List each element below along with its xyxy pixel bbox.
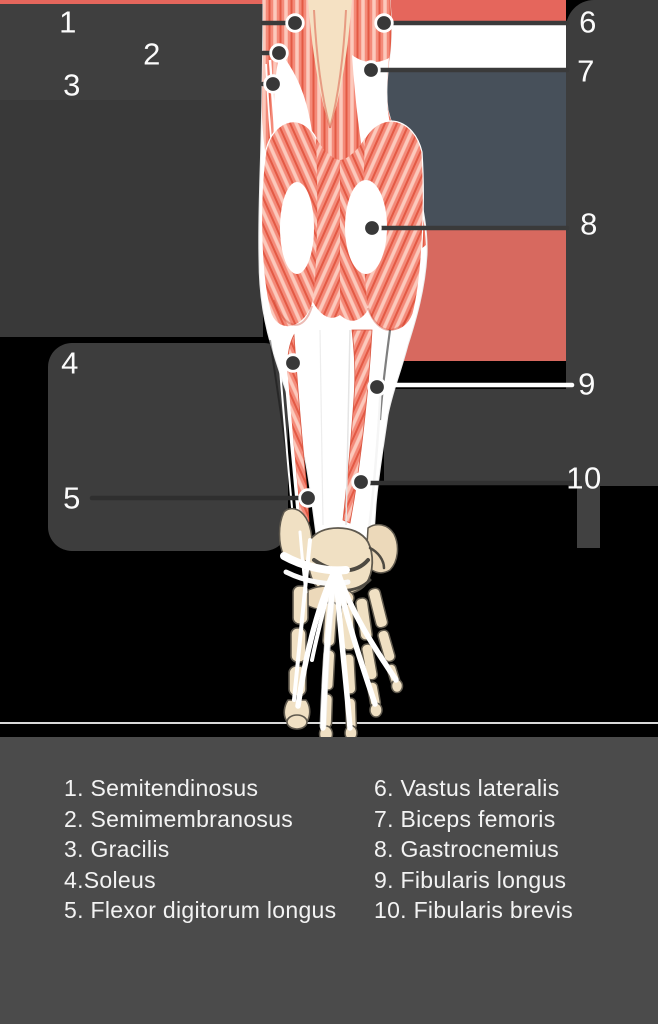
pointer-dot-biceps-femoris[interactable]: [361, 60, 381, 80]
pointer-dot-vastus-lateralis[interactable]: [374, 13, 394, 33]
answer-key-panel: [0, 737, 658, 1024]
answer-item: 5. Flexor digitorum longus: [64, 897, 337, 924]
label-cover-box-mid-left: [0, 100, 263, 337]
pointer-dot-gracilis[interactable]: [263, 74, 283, 94]
answer-item: 6. Vastus lateralis: [374, 775, 560, 801]
pointer-dot-flexor-digitorum-longus[interactable]: [298, 488, 318, 508]
pointer-number-semimembranosus[interactable]: 2: [143, 36, 161, 72]
label-cover-box-right: [566, 0, 658, 486]
leg-illustration: [258, 0, 428, 743]
label-cover-box-left-lower: [48, 343, 288, 551]
pointer-dot-semimembranosus[interactable]: [269, 43, 289, 63]
pointer-number-biceps-femoris[interactable]: 7: [577, 53, 595, 89]
answer-list-left: 1. Semitendinosus 2. Semimembranosus 3. …: [64, 773, 336, 926]
pointer-number-vastus-lateralis[interactable]: 6: [579, 4, 597, 40]
pointer-number-flexor-digitorum-longus[interactable]: 5: [63, 480, 81, 516]
pointer-dot-semitendinosus[interactable]: [285, 13, 305, 33]
label-cover-box-right-lower: [384, 389, 566, 485]
pointer-number-gracilis[interactable]: 3: [63, 67, 81, 103]
answer-item: 9. Fibularis longus: [374, 866, 567, 893]
answer-item: 7. Biceps femoris: [374, 805, 556, 832]
answer-item: 4.Soleus: [64, 866, 156, 893]
answer-list-right: 6. Vastus lateralis 7. Biceps femoris 8.…: [374, 773, 573, 926]
calf-muscles: [260, 120, 424, 451]
pointer-number-soleus[interactable]: 4: [61, 345, 79, 381]
pointer-dot-gastrocnemius[interactable]: [362, 218, 382, 238]
answer-item: 1. Semitendinosus: [64, 775, 259, 801]
pointer-number-fibularis-brevis[interactable]: 10: [566, 460, 602, 496]
pointer-number-gastrocnemius[interactable]: 8: [580, 206, 598, 242]
answer-item: 8. Gastrocnemius: [374, 836, 560, 863]
answer-item: 10. Fibularis brevis: [374, 897, 574, 924]
answer-item: 2. Semimembranosus: [64, 805, 294, 832]
pointer-dot-fibularis-brevis[interactable]: [351, 472, 371, 492]
pointer-dot-fibularis-longus[interactable]: [367, 377, 387, 397]
pointer-number-fibularis-longus[interactable]: 9: [578, 366, 596, 402]
foot-tendons: [280, 530, 399, 731]
pointer-number-semitendinosus[interactable]: 1: [59, 4, 77, 40]
label-cover-box-top-left: [0, 4, 263, 100]
pointer-dot-soleus[interactable]: [283, 353, 303, 373]
answer-item: 3. Gracilis: [64, 836, 170, 863]
background-band-white: [378, 21, 566, 70]
label-cover-tab-10: [577, 485, 600, 548]
